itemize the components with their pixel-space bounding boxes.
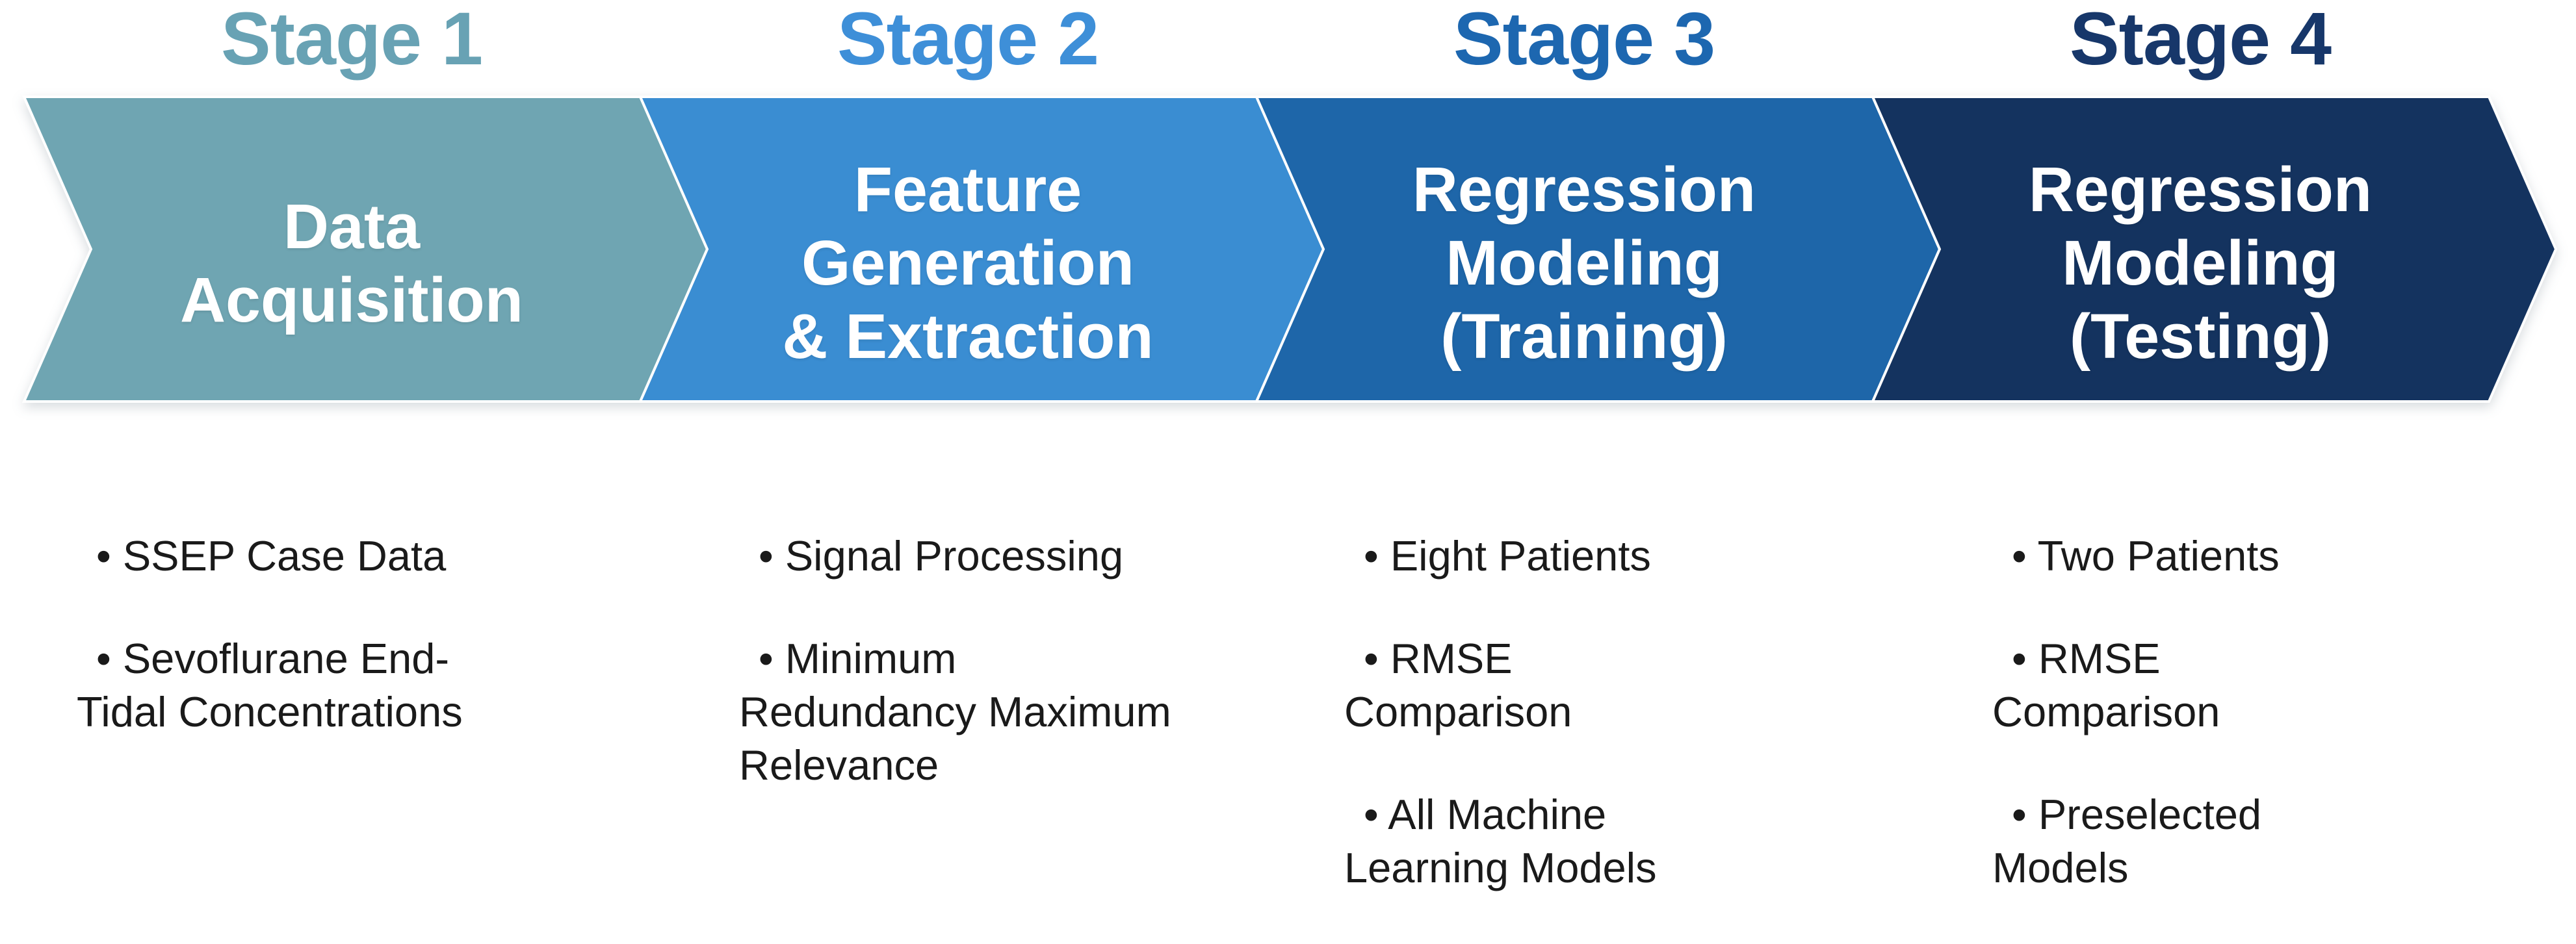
stage-4-bullet-list: • Two Patients • RMSE Comparison • Prese… [1992, 529, 2347, 944]
stage-3-bullet-list: • Eight Patients • RMSE Comparison • All… [1344, 529, 1708, 944]
chevron-arrows-svg [21, 96, 2558, 403]
stage-3-heading: Stage 3 [1453, 0, 1715, 81]
stage-4-label-line: Modeling [2062, 227, 2339, 298]
stage-1-label-line: Data [283, 190, 421, 262]
bullet-item: • Two Patients [2012, 532, 2280, 580]
stage-1-label-line: Acquisition [179, 264, 524, 335]
stage-1-bullet-list: • SSEP Case Data • Sevoflurane End-Tidal… [77, 529, 532, 788]
stage-4-label-line: (Testing) [2069, 301, 2332, 372]
stage-1-arrow-label: Data Acquisition [44, 96, 660, 403]
stage-2-label-line: & Extraction [782, 301, 1154, 372]
stage-1-heading: Stage 1 [220, 0, 483, 81]
bullet-item: • Sevoflurane End-Tidal Concentrations [77, 635, 463, 735]
bullet-item: • RMSE Comparison [1344, 635, 1572, 735]
bullet-item: • Signal Processing [759, 532, 1124, 580]
stage-4-arrow [1870, 96, 2558, 403]
bullet-item: • Preselected Models [1992, 791, 2262, 891]
stage-3-arrow-label: Regression Modeling (Training) [1276, 96, 1892, 403]
stage-2-arrow-label: Feature Generation & Extraction [660, 96, 1276, 403]
stage-4-arrow-label: Regression Modeling (Testing) [1892, 96, 2508, 403]
chevron-arrow-band [0, 96, 2576, 403]
stage-4-label-line: Regression [2028, 154, 2373, 225]
stage-2-heading: Stage 2 [837, 0, 1099, 81]
bullet-item: • Eight Patients [1364, 532, 1651, 580]
stage-2-bullet-list: • Signal Processing • Minimum Redundancy… [739, 529, 1188, 841]
bullet-item: • Minimum Redundancy Maximum Relevance [739, 635, 1171, 789]
stage-3-label-line: Modeling [1446, 227, 1723, 298]
bullet-item: • SSEP Case Data [96, 532, 447, 580]
stage-3-label-line: Regression [1412, 154, 1756, 225]
process-flow-diagram: Stage 1 Stage 2 Stage 3 Stage 4 Data Acq… [0, 0, 2576, 891]
bullet-item: • RMSE Comparison [1992, 635, 2220, 735]
stage-4-heading: Stage 4 [2069, 0, 2332, 81]
stage-3-label-line: (Training) [1440, 301, 1728, 372]
bullet-item: • All Machine Learning Models [1344, 791, 1657, 891]
stage-2-label-line: Feature [853, 154, 1082, 225]
stage-2-label-line: Generation [801, 227, 1135, 298]
